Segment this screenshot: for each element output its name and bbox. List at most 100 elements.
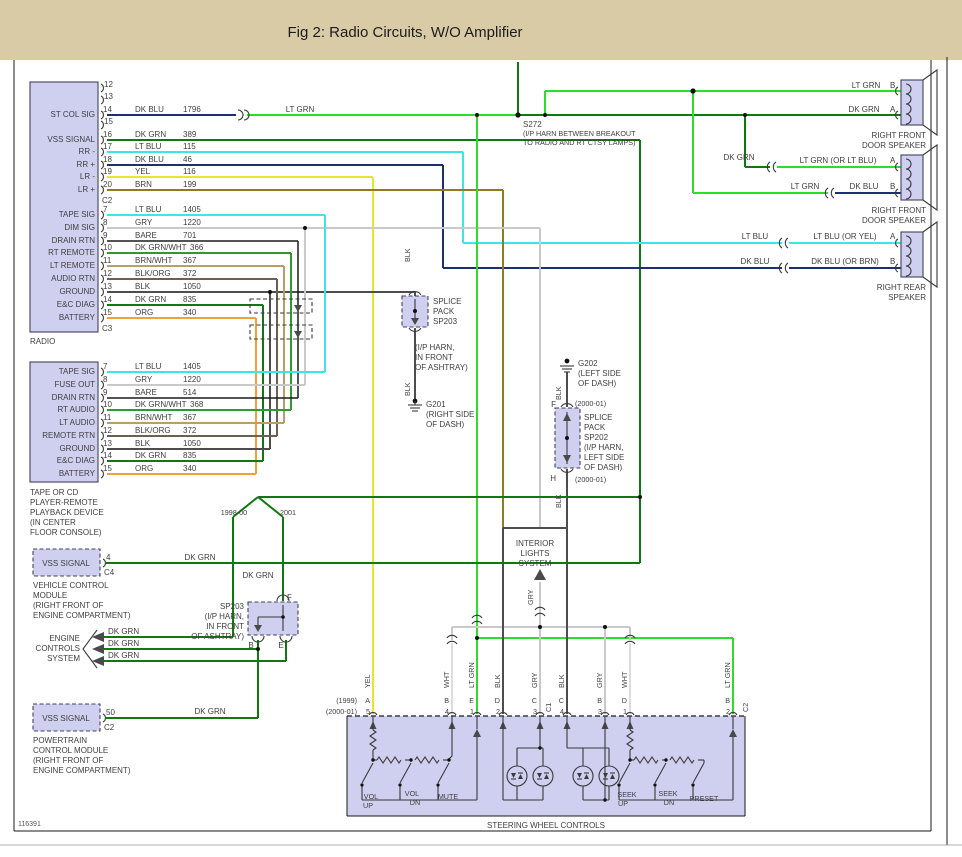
steering-wheel-controls: VOL UP VOL DN MUTE SEEK UP SEEK DN PRESE…: [326, 662, 750, 830]
right-front-door-speaker-1: LT GRN B DK GRN A RIGHT FRONT DOOR SPEAK…: [848, 68, 938, 150]
signal-label: LT AUDIO: [59, 418, 95, 427]
button-mute: MUTE: [438, 792, 459, 801]
wire-color: LT GRN: [852, 81, 881, 90]
splice-note: (I/P HARN,: [584, 443, 623, 452]
bundle-inline-connectors: [249, 298, 313, 340]
circuit-num: 367: [183, 413, 197, 422]
wiring: [104, 62, 901, 719]
terminal-pin: B: [890, 182, 895, 191]
pin-num: 17: [103, 142, 112, 151]
signal-label: GROUND: [59, 287, 95, 296]
block-caption: ENGINE COMPARTMENT): [33, 611, 131, 620]
signal-label: BATTERY: [59, 313, 96, 322]
signal-label: E&C DIAG: [57, 300, 95, 309]
wire-color: DK GRN: [135, 130, 166, 139]
wire-color-vert: BLK: [554, 386, 563, 400]
circuit-num: 115: [183, 142, 196, 151]
signal-label: RR +: [77, 160, 96, 169]
signal-label: E&C DIAG: [57, 456, 95, 465]
splice-label: SPLICE: [584, 413, 612, 422]
circuit-num: 367: [183, 256, 197, 265]
system-label: SYSTEM: [47, 654, 80, 663]
wire-color: DK BLU: [135, 155, 164, 164]
pin-num: 2: [726, 707, 730, 716]
pin-num: 7: [103, 362, 108, 371]
s272-splice: S272 (I/P HARN BETWEEN BREAKOUT TO RADIO…: [523, 120, 636, 147]
sp203-left-splice: F B E SP203 (I/P HARN, IN FRONT OF ASHTR…: [191, 593, 299, 650]
header-band: [0, 0, 962, 60]
pin-num: 8: [103, 375, 108, 384]
year-label: 1998-00: [221, 508, 247, 517]
pin-letter: H: [550, 474, 556, 483]
block-caption: (RIGHT FRONT OF: [33, 756, 103, 765]
signal-label: LT REMOTE: [50, 261, 95, 270]
wire-color: BARE: [135, 231, 157, 240]
pin-letter: B: [597, 696, 602, 705]
pin-num: 1: [623, 707, 627, 716]
steering-switch-dots: [360, 746, 695, 802]
pin-num: 19: [103, 167, 112, 176]
signal-label: RT REMOTE: [48, 248, 95, 257]
year-row-label: (1999): [336, 696, 357, 705]
splice-note: IN FRONT: [206, 622, 244, 631]
wire-color: YEL: [135, 167, 151, 176]
circuit-num: 116: [183, 167, 196, 176]
pin-num: 9: [103, 231, 108, 240]
wire-color: DK GRN/WHT: [135, 243, 187, 252]
pin-num: 14: [103, 295, 112, 304]
circuit-num: 340: [183, 464, 197, 473]
splice-label: SPLICE: [433, 297, 461, 306]
steering-internal-circuit: [361, 716, 734, 801]
pin-letter: B: [725, 696, 730, 705]
pin-num: 10: [103, 400, 112, 409]
wire-color: DK GRN: [848, 105, 879, 114]
wire-color: BRN/WHT: [135, 256, 172, 265]
button-seek-dn: SEEK: [658, 789, 677, 798]
splice-pack-sp202: SPLICE PACK SP202 (I/P HARN, LEFT SIDE O…: [550, 403, 624, 508]
wire-color: LT GRN: [791, 182, 820, 191]
radio-block: 12 13 15 14 ST COL SIG DK BLU 1796 16 VS…: [29, 80, 315, 346]
wire-color-vert: GRY: [526, 589, 535, 605]
pin-num: 13: [103, 282, 112, 291]
diagram-frame: 116391: [0, 57, 962, 846]
system-label: LIGHTS: [521, 549, 550, 558]
wire-color: LT BLU: [742, 232, 769, 241]
wire-color-vert: GRY: [530, 672, 539, 688]
wire-color: GRY: [135, 218, 153, 227]
pin-num: 15: [104, 117, 113, 126]
splice-note: LEFT SIDE: [584, 453, 624, 462]
pin-letter: F: [551, 400, 556, 409]
connector-label: C2: [741, 703, 750, 712]
tape-cd-block: 7 TAPE SIG LT BLU 1405 8 FUSE OUT GRY 12…: [29, 361, 204, 537]
wire-color: DK GRN: [184, 553, 215, 562]
ground-id: G202: [578, 359, 598, 368]
splice-note: OF ASHTRAY): [191, 632, 244, 641]
right-rear-speaker: LT BLU LT BLU (OR YEL) A DK BLU DK BLU (…: [741, 220, 938, 302]
speaker-label: DOOR SPEAKER: [862, 141, 926, 150]
signal-label: LR -: [80, 172, 95, 181]
circuit-num: 372: [183, 426, 197, 435]
year-note: (2000-01): [575, 399, 606, 408]
circuit-num: 368: [190, 400, 204, 409]
pin-num: 13: [104, 92, 113, 101]
wire-color: DK GRN: [242, 571, 273, 580]
circuit-num: 1050: [183, 439, 201, 448]
splice-note: (I/P HARN,: [415, 343, 454, 352]
wire-color-vert: WHT: [620, 671, 629, 688]
pin-num: 14: [103, 105, 112, 114]
pin-num: 5: [366, 707, 370, 716]
circuit-num: 199: [183, 180, 197, 189]
wire-color-vert: LT GRN: [723, 662, 732, 688]
wire-color-vert: BLK: [557, 674, 566, 688]
pin-letter: B: [444, 696, 449, 705]
signal-label: ST COL SIG: [51, 110, 95, 119]
wire-color: BLK/ORG: [135, 426, 171, 435]
fork-years: 1998-00 2001 DK GRN: [221, 508, 296, 580]
wire-color-vert: BLK: [403, 382, 412, 396]
wire-color: ORG: [135, 464, 153, 473]
wire-color: DK GRN: [108, 639, 139, 648]
wire-color: LT GRN: [286, 105, 315, 114]
pin-num: 8: [103, 218, 108, 227]
speaker-label: RIGHT FRONT: [871, 206, 926, 215]
